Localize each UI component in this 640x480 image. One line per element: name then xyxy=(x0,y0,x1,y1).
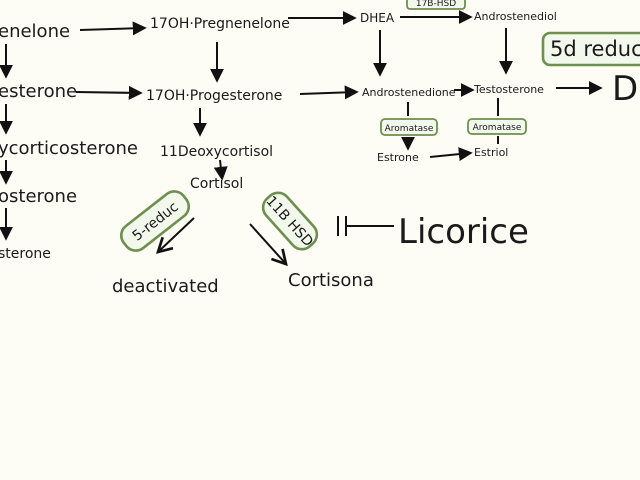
arrow-preg-to-17ohpreg xyxy=(79,21,147,36)
node-estriol: Estriol xyxy=(474,146,508,159)
arrow-estrone-to-estriol xyxy=(429,147,473,162)
node-d: D xyxy=(612,69,638,109)
enzyme-5a-reductase-box xyxy=(541,31,640,67)
arrow-cortisol-to-cortisona xyxy=(249,223,288,267)
node-dhea: DHEA xyxy=(360,11,395,25)
node-estrone: Estrone xyxy=(377,151,419,164)
enzyme-17b-hsd-label: 17B-HSD xyxy=(416,0,456,9)
node-androstenediol: Androstenediol xyxy=(474,10,557,23)
node-11deoxycortisol: 11Deoxycortisol xyxy=(160,144,273,160)
node-aldosterone: sterone xyxy=(0,246,51,262)
enzyme-aromatase-1-label: Aromatase xyxy=(385,124,434,134)
node-androstenedione: Androstenedione xyxy=(362,86,456,99)
arrow-cortisol-to-deactivated xyxy=(155,217,195,254)
enzyme-5a-reductase-label: 5d reduc xyxy=(550,37,640,61)
enzyme-aromatase-2-box xyxy=(467,118,527,135)
node-cortisona: Cortisona xyxy=(288,270,374,291)
node-licorice: Licorice xyxy=(398,212,529,252)
node-progesterone: esterone xyxy=(0,81,77,102)
enzyme-5-reductase-box: 5-reduc xyxy=(119,190,191,252)
node-deactivated: deactivated xyxy=(112,276,219,297)
enzyme-aromatase-1-box xyxy=(380,118,438,136)
node-pregnenelone: enelone xyxy=(0,21,70,42)
node-corticosterone: osterone xyxy=(0,186,77,207)
node-cortisol: Cortisol xyxy=(190,176,243,192)
enzyme-aromatase-2-label: Aromatase xyxy=(473,123,522,133)
node-deoxycorticosterone: ycorticosterone xyxy=(0,138,138,159)
node-testosterone: Testosterone xyxy=(473,83,544,96)
arrow-11doc-to-cortisol xyxy=(213,159,228,181)
node-17oh-progesterone: 17OH·Progesterone xyxy=(146,88,282,104)
arrow-17ohprog-to-androstenedione xyxy=(299,85,359,100)
enzyme-17b-hsd-box xyxy=(406,0,466,10)
node-17oh-pregnenelone: 17OH·Pregnenelone xyxy=(150,16,290,32)
arrow-prog-to-17ohprog xyxy=(75,85,143,100)
